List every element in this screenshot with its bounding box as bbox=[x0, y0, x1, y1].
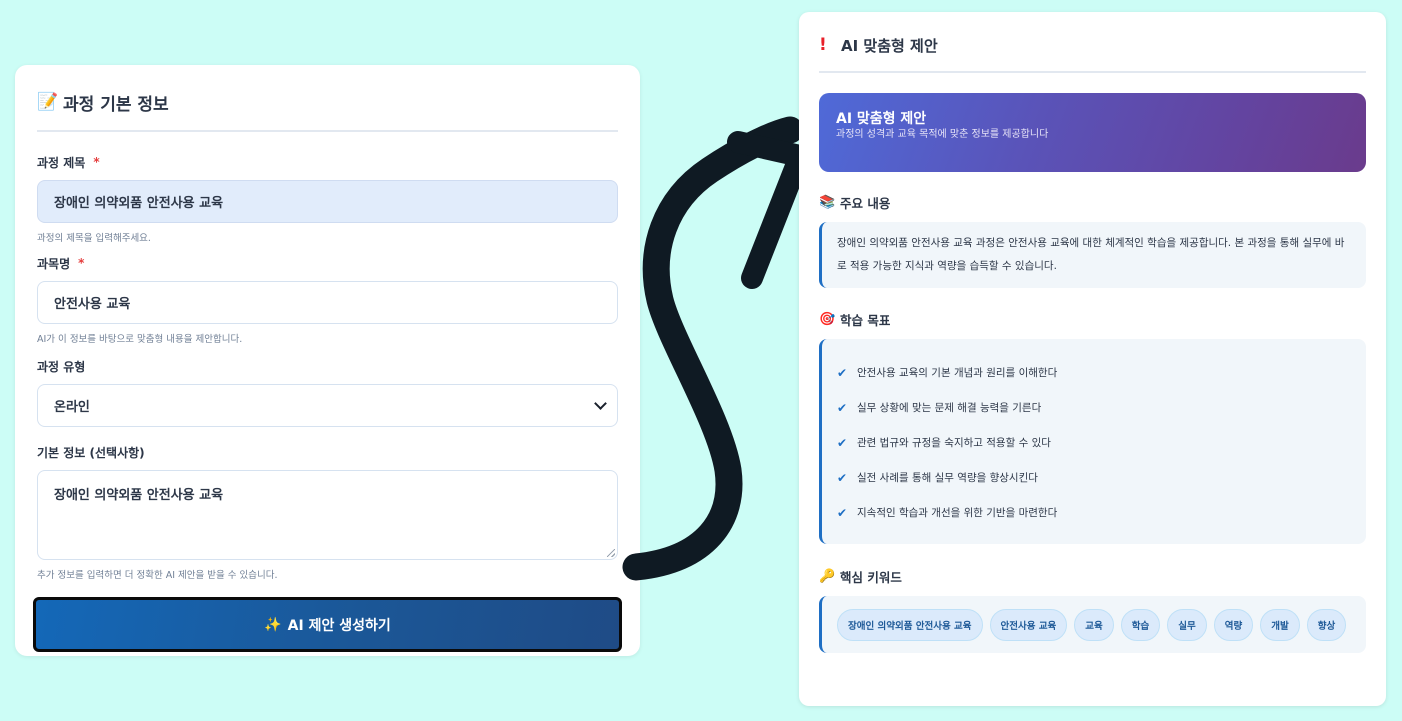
check-icon: ✔ bbox=[837, 505, 848, 520]
basic-info-help: 추가 정보를 입력하면 더 정확한 AI 제안을 받을 수 있습니다. bbox=[37, 570, 278, 581]
memo-pencil-icon: 📝 bbox=[37, 92, 59, 112]
subject-name-field: 과목명 * 안전사용 교육 AI가 이 정보를 바탕으로 맞춤형 내용을 제안합… bbox=[37, 254, 618, 345]
key-icon: 🔑 bbox=[819, 568, 836, 584]
subject-name-value: 안전사용 교육 bbox=[54, 297, 131, 312]
subject-name-input[interactable]: 안전사용 교육 bbox=[37, 281, 618, 324]
course-title-field: 과정 제목 * 장애인 의약외품 안전사용 교육 과정의 제목을 입력해주세요. bbox=[37, 153, 618, 244]
basic-info-textarea[interactable]: 장애인 의약외품 안전사용 교육 bbox=[37, 470, 618, 560]
keyword-chip[interactable]: 안전사용 교육 bbox=[989, 609, 1068, 641]
check-icon: ✔ bbox=[837, 400, 848, 415]
check-icon: ✔ bbox=[837, 365, 848, 380]
main-content-box: 장애인 의약외품 안전사용 교육 과정은 안전사용 교육에 대한 체계적인 학습… bbox=[819, 222, 1366, 288]
basic-info-label: 기본 정보 (선택사항) bbox=[37, 445, 145, 460]
keyword-chip[interactable]: 향상 bbox=[1306, 609, 1347, 641]
course-title-value: 장애인 의약외품 안전사용 교육 bbox=[54, 196, 224, 211]
sparkles-icon: ✨ bbox=[264, 616, 282, 633]
ai-suggestion-banner: AI 맞춤형 제안 과정의 성격과 교육 목적에 맞춘 정보를 제공합니다 bbox=[819, 93, 1366, 172]
keywords-title: 핵심 키워드 bbox=[840, 569, 902, 585]
course-title-input[interactable]: 장애인 의약외품 안전사용 교육 bbox=[37, 180, 618, 223]
check-icon: ✔ bbox=[837, 470, 848, 485]
objective-item: ✔지속적인 학습과 개선을 위한 기반을 마련한다 bbox=[837, 505, 1058, 520]
banner-subtitle: 과정의 성격과 교육 목적에 맞춘 정보를 제공합니다 bbox=[836, 129, 1049, 140]
course-info-title: 📝 과정 기본 정보 bbox=[37, 88, 618, 116]
main-content-title: 주요 내용 bbox=[840, 195, 891, 211]
course-info-title-text: 과정 기본 정보 bbox=[63, 94, 169, 115]
course-type-select[interactable]: 온라인 bbox=[37, 384, 618, 427]
course-type-field: 과정 유형 온라인 bbox=[37, 357, 618, 427]
objective-item: ✔안전사용 교육의 기본 개념과 원리를 이해한다 bbox=[837, 365, 1058, 380]
target-icon: 🎯 bbox=[819, 311, 836, 327]
keyword-chip[interactable]: 역량 bbox=[1213, 609, 1254, 641]
keyword-chip[interactable]: 학습 bbox=[1120, 609, 1161, 641]
required-mark: * bbox=[78, 256, 85, 270]
keyword-chip[interactable]: 장애인 의약외품 안전사용 교육 bbox=[837, 609, 983, 641]
exclamation-icon: ! bbox=[819, 35, 827, 55]
keyword-chips: 장애인 의약외품 안전사용 교육 안전사용 교육 교육 학습 실무 역량 개발 … bbox=[822, 596, 1366, 653]
banner-title: AI 맞춤형 제안 bbox=[836, 111, 927, 127]
ai-suggestion-card: ! AI 맞춤형 제안 AI 맞춤형 제안 과정의 성격과 교육 목적에 맞춘 … bbox=[799, 12, 1386, 706]
course-title-label: 과정 제목 bbox=[37, 155, 86, 170]
check-icon: ✔ bbox=[837, 435, 848, 450]
ai-suggestion-title: ! AI 맞춤형 제안 bbox=[819, 33, 1366, 57]
basic-info-field: 기본 정보 (선택사항) 장애인 의약외품 안전사용 교육 추가 정보를 입력하… bbox=[37, 443, 618, 581]
course-info-card: 📝 과정 기본 정보 과정 제목 * 장애인 의약외품 안전사용 교육 과정의 … bbox=[15, 65, 640, 656]
chevron-down-icon bbox=[594, 396, 607, 410]
resize-handle-icon[interactable] bbox=[607, 549, 615, 557]
keyword-chip[interactable]: 교육 bbox=[1074, 609, 1114, 641]
books-icon: 📚 bbox=[819, 194, 836, 210]
course-type-selected: 온라인 bbox=[54, 400, 90, 415]
objective-item: ✔실전 사례를 통해 실무 역량을 향상시킨다 bbox=[837, 470, 1038, 485]
course-type-label: 과정 유형 bbox=[37, 359, 86, 374]
main-content-text: 장애인 의약외품 안전사용 교육 과정은 안전사용 교육에 대한 체계적인 학습… bbox=[837, 237, 1345, 272]
learning-objectives-box: ✔안전사용 교육의 기본 개념과 원리를 이해한다 ✔실무 상황에 맞는 문제 … bbox=[819, 339, 1366, 544]
course-title-help: 과정의 제목을 입력해주세요. bbox=[37, 233, 151, 244]
main-content-section: 📚 주요 내용 장애인 의약외품 안전사용 교육 과정은 안전사용 교육에 대한… bbox=[819, 192, 1366, 288]
objective-item: ✔관련 법규와 규정을 숙지하고 적용할 수 있다 bbox=[837, 435, 1051, 450]
objective-item: ✔실무 상황에 맞는 문제 해결 능력을 기른다 bbox=[837, 400, 1042, 415]
keyword-chip[interactable]: 실무 bbox=[1167, 609, 1207, 641]
title-divider bbox=[37, 130, 618, 132]
learning-objectives-title: 학습 목표 bbox=[840, 312, 891, 328]
learning-objectives-section: 🎯 학습 목표 ✔안전사용 교육의 기본 개념과 원리를 이해한다 ✔실무 상황… bbox=[819, 309, 1366, 544]
basic-info-value: 장애인 의약외품 안전사용 교육 bbox=[54, 488, 224, 503]
generate-ai-suggestion-button[interactable]: ✨ AI 제안 생성하기 bbox=[33, 597, 622, 652]
subject-name-label: 과목명 bbox=[37, 256, 71, 271]
generate-button-label: AI 제안 생성하기 bbox=[287, 617, 391, 634]
objectives-list: ✔안전사용 교육의 기본 개념과 원리를 이해한다 ✔실무 상황에 맞는 문제 … bbox=[822, 339, 1366, 544]
keyword-chip[interactable]: 개발 bbox=[1260, 609, 1300, 641]
required-mark: * bbox=[93, 155, 100, 169]
title-divider bbox=[819, 71, 1366, 73]
keywords-section: 🔑 핵심 키워드 장애인 의약외품 안전사용 교육 안전사용 교육 교육 학습 … bbox=[819, 566, 1366, 653]
ai-suggestion-title-text: AI 맞춤형 제안 bbox=[841, 36, 938, 55]
keywords-box: 장애인 의약외품 안전사용 교육 안전사용 교육 교육 학습 실무 역량 개발 … bbox=[819, 596, 1366, 653]
subject-name-help: AI가 이 정보를 바탕으로 맞춤형 내용을 제안합니다. bbox=[37, 334, 243, 345]
